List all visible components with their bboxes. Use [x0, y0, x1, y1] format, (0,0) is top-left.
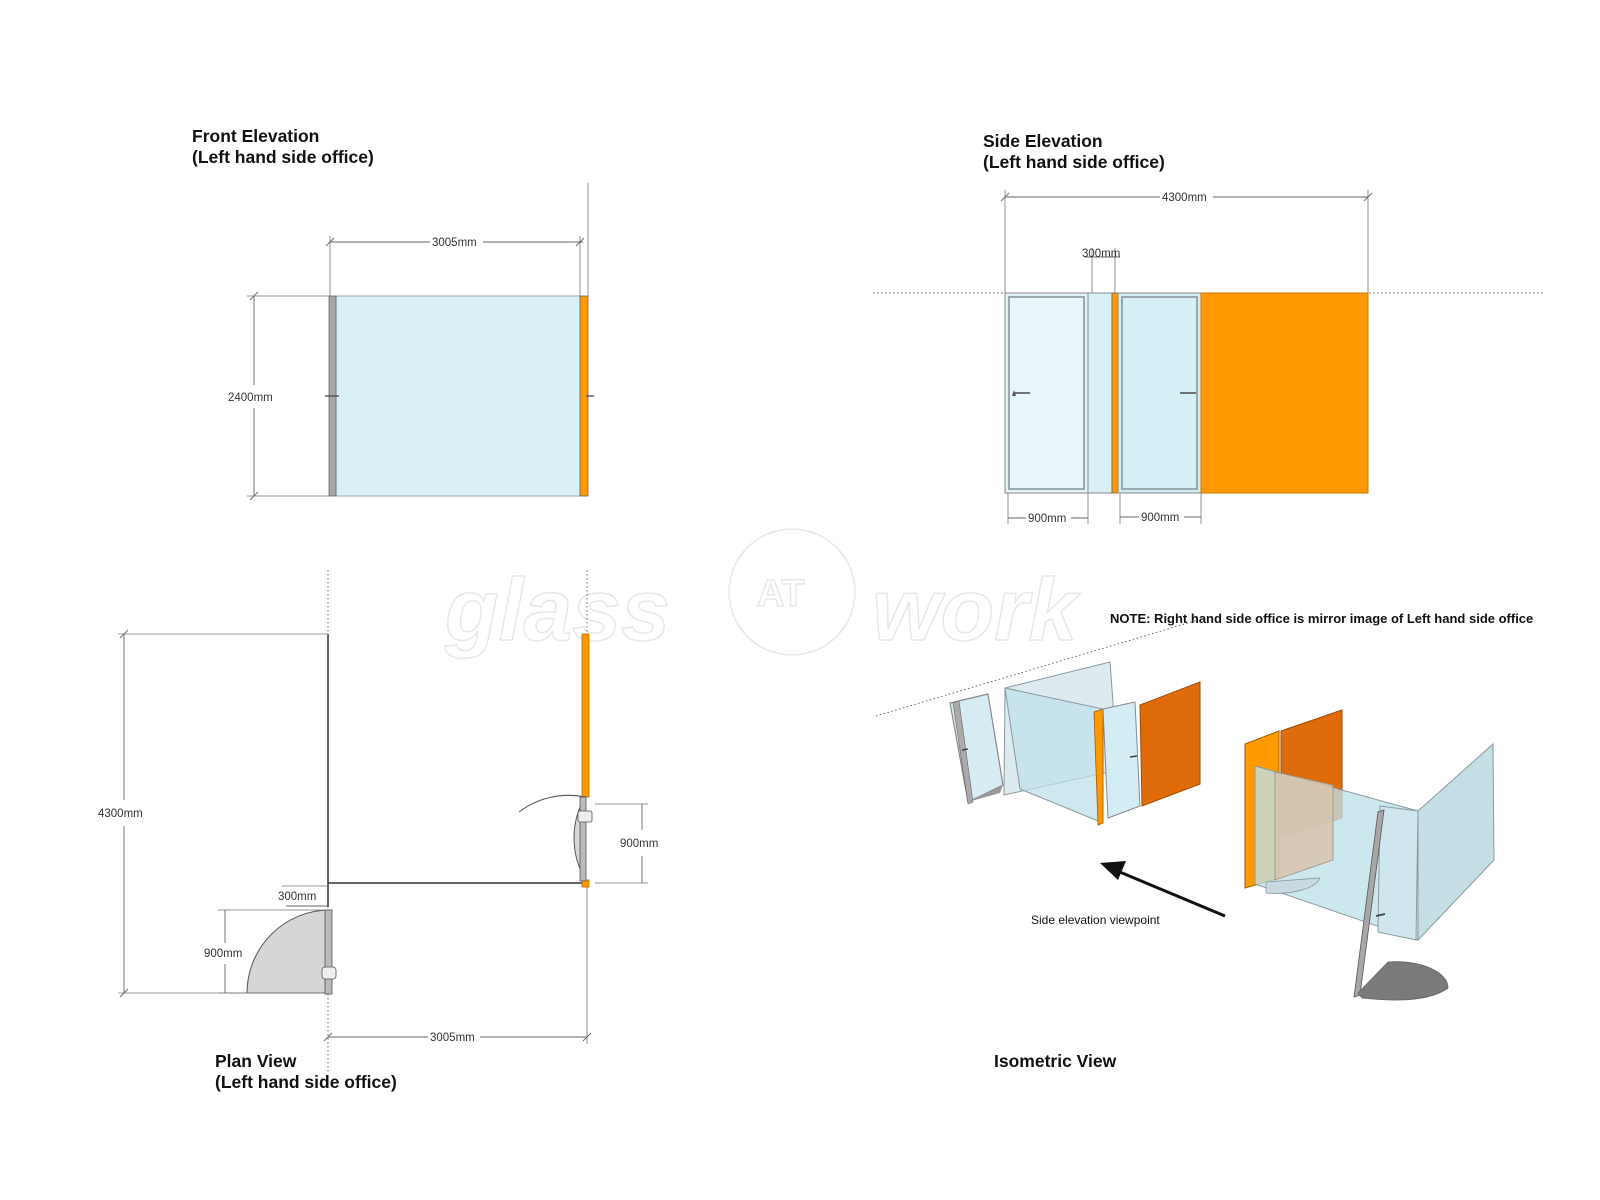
watermark-center: AT — [757, 573, 805, 615]
side-gap-label: 300mm — [1082, 248, 1120, 260]
plan-left-door-width: 900mm — [204, 948, 242, 960]
front-elevation: Front Elevation (Left hand side office) … — [192, 126, 594, 501]
plan-orange-panel — [581, 633, 590, 798]
iso-right-door-swing — [1357, 961, 1449, 1001]
side-elevation-title: Side Elevation — [983, 131, 1103, 151]
isometric-view-title: Isometric View — [994, 1051, 1117, 1071]
front-elevation-title: Front Elevation — [192, 126, 319, 146]
front-height-label: 2400mm — [228, 392, 273, 404]
iso-left-office — [949, 661, 1201, 826]
iso-right-door — [1377, 805, 1419, 941]
plan-view-title: Plan View — [215, 1051, 297, 1071]
viewpoint-label: Side elevation viewpoint — [1031, 913, 1160, 927]
watermark-circle — [728, 528, 856, 656]
plan-right-door-width: 900mm — [620, 838, 658, 850]
iso-dotted-line — [875, 619, 1199, 717]
viewpoint-arrow — [1114, 868, 1226, 918]
plan-width-label: 3005mm — [430, 1032, 475, 1044]
watermark-right: work — [872, 560, 1081, 659]
iso-note: NOTE: Right hand side office is mirror i… — [1110, 611, 1533, 626]
side-orange-strip — [1111, 292, 1119, 494]
watermark-left: glass — [444, 560, 670, 659]
glass-panel — [335, 295, 581, 497]
iso-left-side-glass — [1004, 687, 1104, 824]
iso-left-orange-panel — [1139, 681, 1201, 807]
plan-depth-label: 4300mm — [98, 808, 143, 820]
watermark: glass AT work — [443, 528, 1082, 660]
side-elevation: Side Elevation (Left hand side office) 4… — [873, 131, 1543, 525]
iso-right-office — [1244, 709, 1495, 1001]
side-door-2-width: 900mm — [1141, 512, 1179, 524]
side-overall-label: 4300mm — [1162, 192, 1207, 204]
plan-left-door-leaf — [324, 909, 333, 995]
iso-right-inner-panel — [1274, 771, 1334, 881]
side-door-1-width: 900mm — [1028, 513, 1066, 525]
viewpoint-arrowhead — [1100, 861, 1126, 880]
iso-left-orange-strip — [1093, 708, 1104, 826]
front-elevation-subtitle: (Left hand side office) — [192, 147, 374, 167]
iso-right-end-glass — [1417, 742, 1495, 942]
plan-offset-label: 300mm — [278, 891, 316, 903]
isometric-view: NOTE: Right hand side office is mirror i… — [875, 611, 1533, 1071]
plan-view-subtitle: (Left hand side office) — [215, 1072, 397, 1092]
plan-right-door-leaf — [579, 796, 587, 882]
plan-view: 900mm 4300mm 300mm 900mm 3005mm Plan Vie… — [98, 570, 658, 1092]
iso-left-door-2 — [1102, 701, 1141, 819]
side-elevation-subtitle: (Left hand side office) — [983, 152, 1165, 172]
plan-right-door-handle — [577, 810, 593, 823]
side-glass-strip — [1087, 292, 1113, 494]
plan-left-door-swing — [246, 909, 331, 994]
front-width-label: 3005mm — [432, 237, 477, 249]
plan-left-door-handle — [321, 966, 337, 980]
side-orange-panel — [1200, 292, 1369, 494]
